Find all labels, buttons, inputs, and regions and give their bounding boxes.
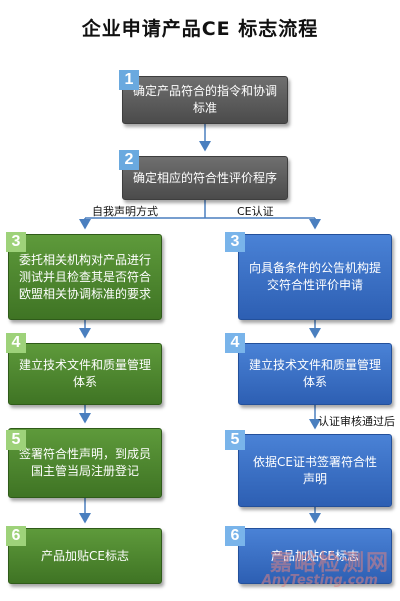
right-step-3-text: 向具备条件的公告机构提交符合性评价申请 [249,261,382,292]
right-step-4-number: 4 [225,333,245,353]
left-step-5-number: 5 [6,430,26,450]
right-step-5-text: 依据CE证书签署符合性声明 [253,454,377,486]
step-2-box: 确定相应的符合性评价程序 [122,156,288,200]
right-step-6-number: 6 [225,526,245,546]
step-2-number: 2 [119,150,139,170]
watermark-en: AnyTesting.com [262,573,378,588]
right-step-4-text: 建立技术文件和质量管理体系 [249,358,382,389]
left-step-4-box: 建立技术文件和质量管理体系 [8,343,162,405]
left-step-3-text: 委托相关机构对产品进行测试并且检查其是否符合欧盟相关协调标准的要求 [19,252,152,301]
left-step-3-number: 3 [6,232,26,252]
left-step-6-box: 产品加贴CE标志 [8,528,162,584]
left-step-6-number: 6 [6,526,26,546]
step-1-text: 确定产品符合的指令和协调标准 [133,84,278,115]
left-step-5-box: 签署符合性声明，到成员国主管当局注册登记 [8,428,162,498]
left-step-4-number: 4 [6,333,26,353]
right-step-3-box: 向具备条件的公告机构提交符合性评价申请 [238,234,392,320]
step-1-number: 1 [119,70,139,90]
step-2-text: 确定相应的符合性评价程序 [133,170,278,185]
left-step-5-text: 签署符合性声明，到成员国主管当局注册登记 [19,447,152,478]
left-step-6-text: 产品加贴CE标志 [41,548,129,563]
left-step-3-box: 委托相关机构对产品进行测试并且检查其是否符合欧盟相关协调标准的要求 [8,234,162,320]
left-branch-label: 自我声明方式 [92,205,158,218]
right-branch-label: CE认证 [237,205,274,218]
left-step-4-text: 建立技术文件和质量管理体系 [19,358,152,389]
right-approval-note: 认证审核通过后 [318,415,395,428]
step-1-box: 确定产品符合的指令和协调标准 [122,76,288,124]
right-step-4-box: 建立技术文件和质量管理体系 [238,343,392,405]
right-step-5-number: 5 [225,430,245,450]
right-step-3-number: 3 [225,232,245,252]
watermark-cn: 嘉峪检测网 [270,551,391,576]
right-step-6-box: 产品加贴CE标志 [238,528,392,584]
right-step-5-box: 依据CE证书签署符合性声明 [238,434,392,507]
page-title: 企业申请产品CE 标志流程 [81,18,319,40]
right-step-6-text: 产品加贴CE标志 [271,548,359,563]
